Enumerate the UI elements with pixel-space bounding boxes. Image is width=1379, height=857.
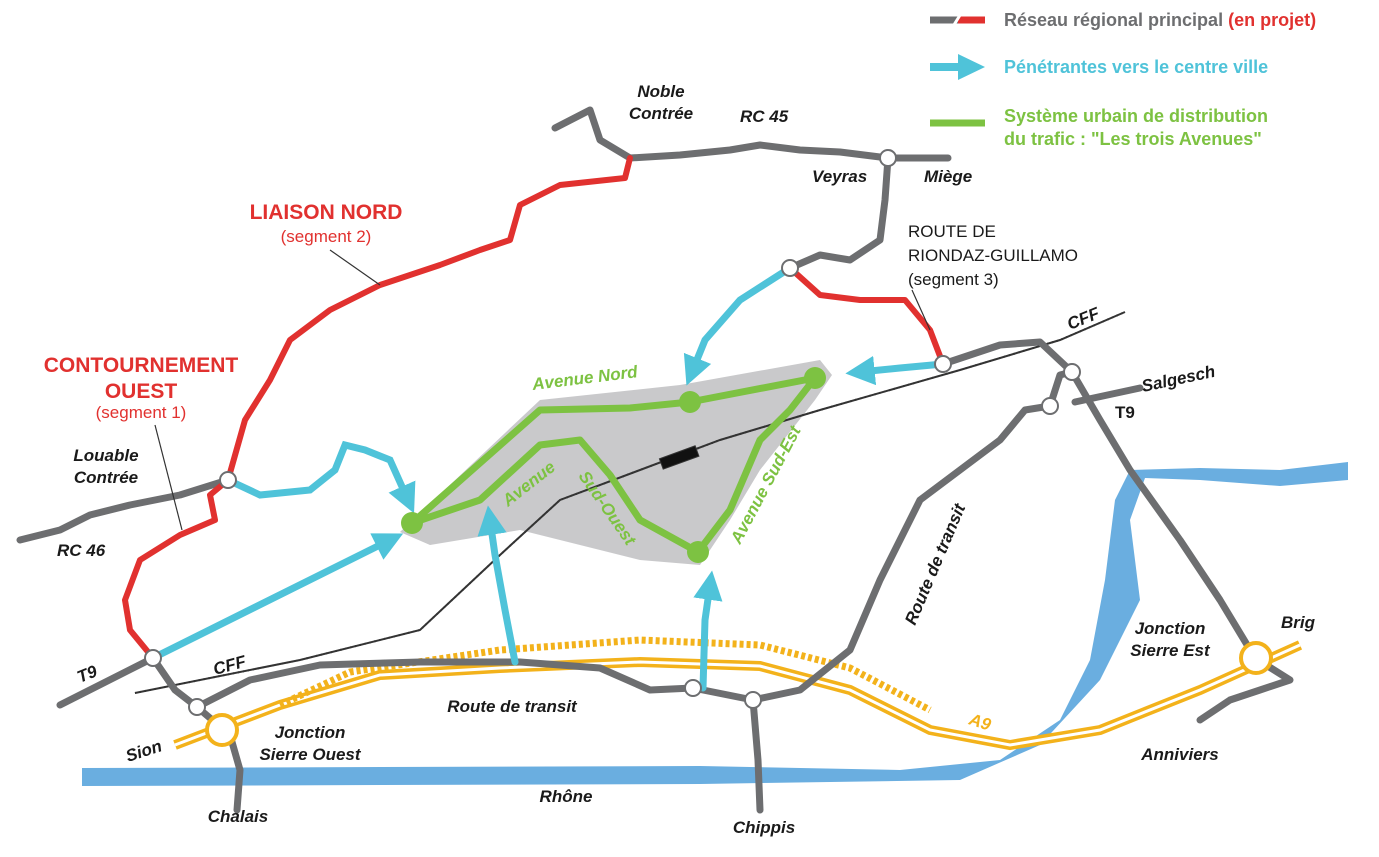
junction-node	[1041, 397, 1059, 415]
avenue-node	[687, 541, 709, 563]
legend-road-swatch	[930, 11, 985, 29]
liaison-nord-title: LIAISON NORD	[250, 201, 403, 224]
motorway-a9	[173, 636, 1303, 751]
junction-node	[781, 259, 799, 277]
riondaz-label-2: RIONDAZ-GUILLAMO	[908, 246, 1078, 265]
junction-node	[219, 471, 237, 489]
riondaz-label-1: ROUTE DE	[908, 222, 996, 241]
label-rc46: RC 46	[57, 541, 106, 560]
railway-cff	[134, 311, 1126, 694]
label-miege: Miège	[924, 167, 972, 186]
label-rc45: RC 45	[740, 107, 789, 126]
label-jonction-est-2: Sierre Est	[1130, 641, 1211, 660]
legend: Réseau régional principal (en projet) Pé…	[930, 10, 1316, 149]
label-jonction-est-1: Jonction	[1135, 619, 1206, 638]
label-louable-2: Contrée	[74, 468, 138, 487]
junction-node	[684, 679, 702, 697]
junction-node	[144, 649, 162, 667]
avenue-node	[804, 367, 826, 389]
label-jonction-ouest-1: Jonction	[275, 723, 346, 742]
three-avenues	[408, 374, 819, 556]
motorway-junction-ouest	[205, 713, 239, 747]
label-jonction-ouest-2: Sierre Ouest	[259, 745, 361, 764]
legend-road-label: Réseau régional principal (en projet)	[1004, 10, 1316, 30]
label-noble-1: Noble	[637, 82, 684, 101]
label-t9-right: T9	[1115, 403, 1135, 422]
label-louable-1: Louable	[73, 446, 138, 465]
penetrantes	[149, 264, 947, 692]
avenue-node	[401, 512, 423, 534]
contournement-title-2: OUEST	[105, 380, 178, 403]
junction-node	[744, 691, 762, 709]
label-a9: A9	[966, 709, 994, 734]
contournement-sub: (segment 1)	[96, 403, 187, 422]
contournement-title-1: CONTOURNEMENT	[44, 354, 239, 377]
junction-node	[188, 698, 206, 716]
label-anniviers: Anniviers	[1140, 745, 1218, 764]
label-route-transit-bottom: Route de transit	[447, 697, 578, 716]
junction-node	[879, 149, 897, 167]
junctions	[144, 149, 1081, 716]
riondaz-label-3: (segment 3)	[908, 270, 999, 289]
label-rhone: Rhône	[540, 787, 593, 806]
label-chalais: Chalais	[208, 807, 268, 826]
label-chippis: Chippis	[733, 818, 795, 837]
label-noble-2: Contrée	[629, 104, 693, 123]
station-icon	[658, 445, 700, 470]
label-veyras: Veyras	[812, 167, 867, 186]
projected-roads	[122, 155, 946, 661]
label-cff-bottom: CFF	[211, 652, 248, 679]
junction-node	[934, 355, 952, 373]
leader-lines	[154, 249, 931, 531]
legend-avenues-label-2: du trafic : "Les trois Avenues"	[1004, 129, 1262, 149]
label-sion: Sion	[123, 736, 164, 765]
liaison-nord-sub: (segment 2)	[281, 227, 372, 246]
legend-avenues-label-1: Système urbain de distribution	[1004, 106, 1268, 126]
avenue-nodes	[401, 367, 826, 563]
label-salgesch: Salgesch	[1140, 362, 1217, 396]
junction-node	[1063, 363, 1081, 381]
avenue-node	[679, 391, 701, 413]
label-brig: Brig	[1281, 613, 1316, 632]
legend-penetrante-label: Pénétrantes vers le centre ville	[1004, 57, 1268, 77]
avenue-nord-label: Avenue Nord	[530, 362, 639, 394]
legend-penetrante-swatch	[930, 54, 985, 80]
motorway-junction-est	[1239, 641, 1273, 675]
motorway-junctions	[205, 641, 1273, 747]
